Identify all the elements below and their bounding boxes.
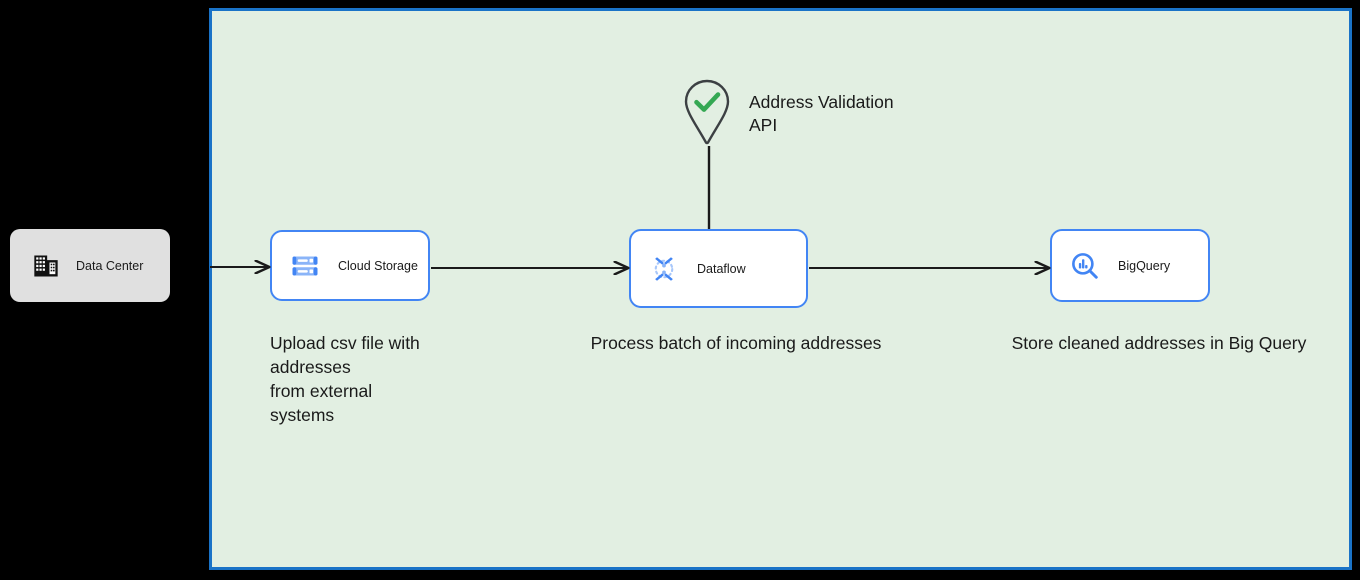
bigquery-icon <box>1070 251 1100 281</box>
node-bigquery[interactable]: BigQuery <box>1050 229 1210 302</box>
caption-process-batch: Process batch of incoming addresses <box>590 333 882 353</box>
node-address-validation-api[interactable]: Address Validation API <box>683 78 894 146</box>
node-data-center-label: Data Center <box>76 258 144 273</box>
node-address-validation-api-label: Address Validation API <box>749 92 894 135</box>
node-bigquery-label: BigQuery <box>1118 258 1171 273</box>
cloud-storage-icon <box>290 251 320 281</box>
building-icon <box>32 252 60 280</box>
caption-upload-csv: Upload csv file with addresses from exte… <box>270 333 420 425</box>
node-cloud-storage-label: Cloud Storage <box>338 258 418 273</box>
node-dataflow[interactable]: Dataflow <box>629 229 808 308</box>
node-cloud-storage[interactable]: Cloud Storage <box>270 230 430 301</box>
node-dataflow-label: Dataflow <box>697 261 746 276</box>
dataflow-icon <box>649 254 679 284</box>
map-pin-check-icon <box>683 78 731 146</box>
caption-store-cleaned: Store cleaned addresses in Big Query <box>1011 333 1307 353</box>
node-data-center[interactable]: Data Center <box>10 229 170 302</box>
